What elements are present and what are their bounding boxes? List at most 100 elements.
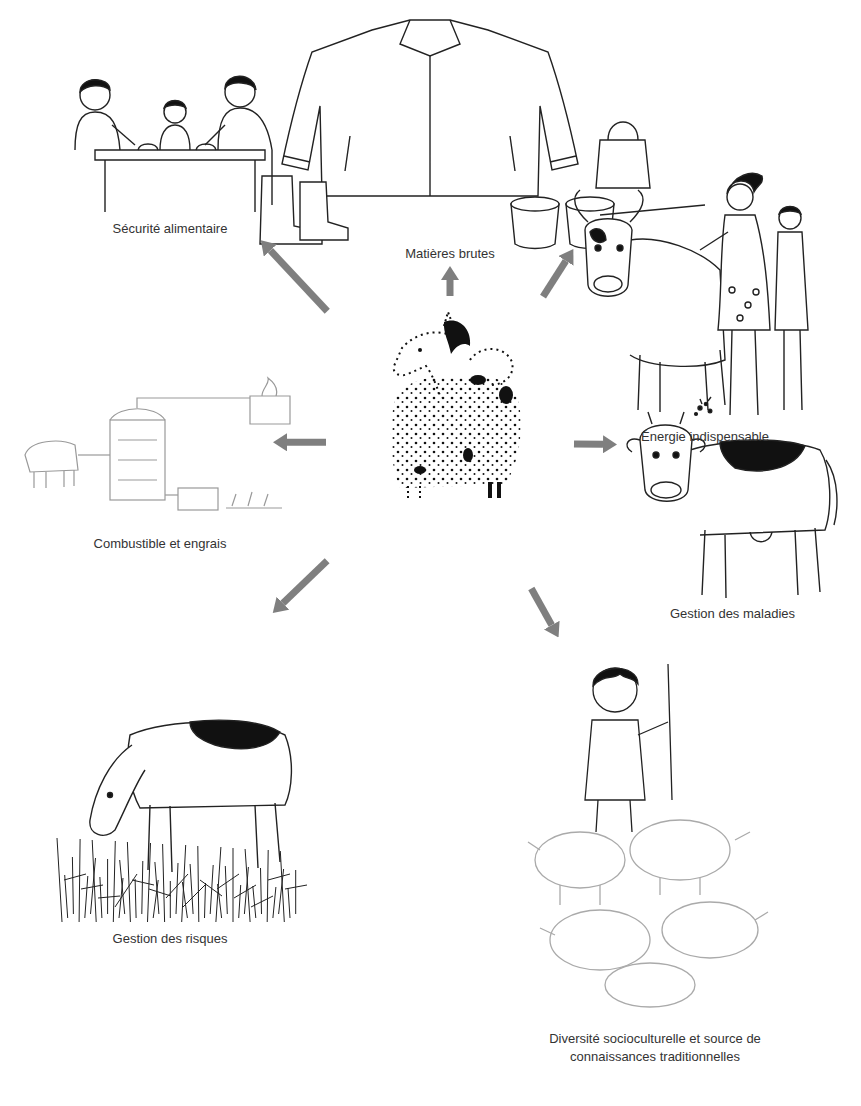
grass-part xyxy=(190,864,193,914)
biogas-figure-part xyxy=(250,378,290,424)
caption-text: Gestion des risques xyxy=(113,930,228,948)
risk-figure-part xyxy=(108,793,113,798)
livestock-figure-part xyxy=(391,376,521,488)
herder-figure-part-part xyxy=(638,664,672,800)
disease-figure xyxy=(627,397,837,598)
draught-power-figure-part xyxy=(737,315,743,321)
arrow-connector xyxy=(574,441,603,448)
caption-text: Gestion des maladies xyxy=(670,605,795,623)
herder-figure-part-part xyxy=(596,800,632,832)
food-security-figure-part xyxy=(164,101,186,123)
disease-figure-part xyxy=(648,412,684,424)
herder-figure xyxy=(528,664,768,1007)
raw-materials-figure xyxy=(260,20,650,249)
draught-power-figure-part xyxy=(595,245,601,251)
livestock-figure-part xyxy=(470,375,486,385)
grass-part xyxy=(218,884,222,918)
grass-part xyxy=(132,880,154,885)
grass-part xyxy=(245,849,250,922)
grass-part xyxy=(81,885,103,889)
grass-part xyxy=(261,868,262,914)
grass-part xyxy=(217,874,239,889)
biogas-figure-part xyxy=(34,470,74,488)
disease-figure-part xyxy=(750,532,772,542)
herder-figure-part-part xyxy=(528,832,768,935)
picture-area xyxy=(40,45,300,220)
grass-part xyxy=(98,896,120,898)
draught-power-figure-part xyxy=(600,205,705,215)
draught-power-figure xyxy=(575,173,808,415)
arrow-connector xyxy=(543,261,566,297)
draught-power-figure-part xyxy=(730,330,758,415)
caption-text: Énergie indispensable xyxy=(641,428,769,446)
biogas-figure-part xyxy=(137,398,250,408)
arrow-connector xyxy=(283,561,327,604)
grass-part xyxy=(170,881,171,918)
grass-part xyxy=(127,842,130,922)
herder-figure-part-part xyxy=(585,720,645,800)
grass-part xyxy=(149,889,171,896)
grass-part xyxy=(268,874,290,880)
food-security-figure-part xyxy=(95,150,265,160)
caption-text: Diversité socioculturelle et source de c… xyxy=(530,1030,780,1066)
illustrated-item: Matières brutes xyxy=(250,25,650,263)
grass-part xyxy=(205,883,206,918)
livestock-figure xyxy=(391,312,521,500)
food-security-figure-part xyxy=(105,160,255,212)
grass-part xyxy=(120,860,125,914)
herder-figure-part xyxy=(528,820,768,1007)
draught-power-figure-part xyxy=(727,184,753,210)
herder-figure-part-part xyxy=(550,910,650,970)
grass-part xyxy=(225,866,227,914)
disease-figure-part xyxy=(720,440,805,471)
draught-power-figure-part xyxy=(745,302,751,308)
livestock-figure-part xyxy=(418,348,422,352)
food-security-figure-part xyxy=(112,125,135,145)
grass-part xyxy=(57,838,62,922)
biogas-figure-part xyxy=(110,409,165,480)
disease-figure-part xyxy=(826,460,837,525)
connectors xyxy=(270,250,603,625)
grass-part xyxy=(233,848,234,922)
draught-power-figure-part xyxy=(638,350,725,412)
draught-power-figure-part xyxy=(779,207,801,229)
grass-part xyxy=(267,850,268,922)
draught-power-figure-part xyxy=(617,245,623,251)
biogas-figure-part xyxy=(78,454,110,455)
grass-part xyxy=(288,888,290,918)
draught-power-figure-part xyxy=(594,276,622,292)
biogas-figure-part xyxy=(165,494,178,495)
arrow-connector xyxy=(270,250,327,311)
raw-materials-figure-part xyxy=(284,56,576,196)
caption-text: Sécurité alimentaire xyxy=(113,220,228,238)
draught-power-figure-part xyxy=(700,232,728,250)
illustrated-item: Combustible et engrais xyxy=(50,390,270,553)
grass-part xyxy=(234,885,256,898)
picture-area xyxy=(50,390,270,535)
biogas-figure-part xyxy=(25,441,78,472)
food-security-figure-part xyxy=(138,144,216,150)
herder-figure-part-part xyxy=(535,832,625,888)
grass-part xyxy=(198,846,199,922)
livestock-figure-part xyxy=(463,448,473,462)
draught-power-figure-part xyxy=(775,232,808,330)
disease-figure-part xyxy=(651,482,681,498)
risk-figure-part xyxy=(190,720,280,749)
food-security-figure-part xyxy=(225,76,256,90)
disease-figure-part xyxy=(700,397,711,404)
grass-part xyxy=(183,885,205,907)
livestock-figure-part xyxy=(444,320,470,354)
caption-text: Matières brutes xyxy=(405,245,495,263)
herder-figure-part-part xyxy=(630,820,730,880)
arrow-connector xyxy=(531,588,551,625)
food-security-figure-part xyxy=(164,101,186,109)
draught-power-figure-part xyxy=(779,207,801,215)
picture-area xyxy=(575,170,835,428)
livestock-figure-part xyxy=(499,386,513,404)
disease-figure-part xyxy=(698,406,702,410)
draught-power-figure-part xyxy=(718,215,770,330)
food-security-figure xyxy=(75,76,272,212)
livestock-figure-part xyxy=(414,466,426,474)
grass-part xyxy=(216,847,221,922)
grass-part xyxy=(65,875,68,918)
